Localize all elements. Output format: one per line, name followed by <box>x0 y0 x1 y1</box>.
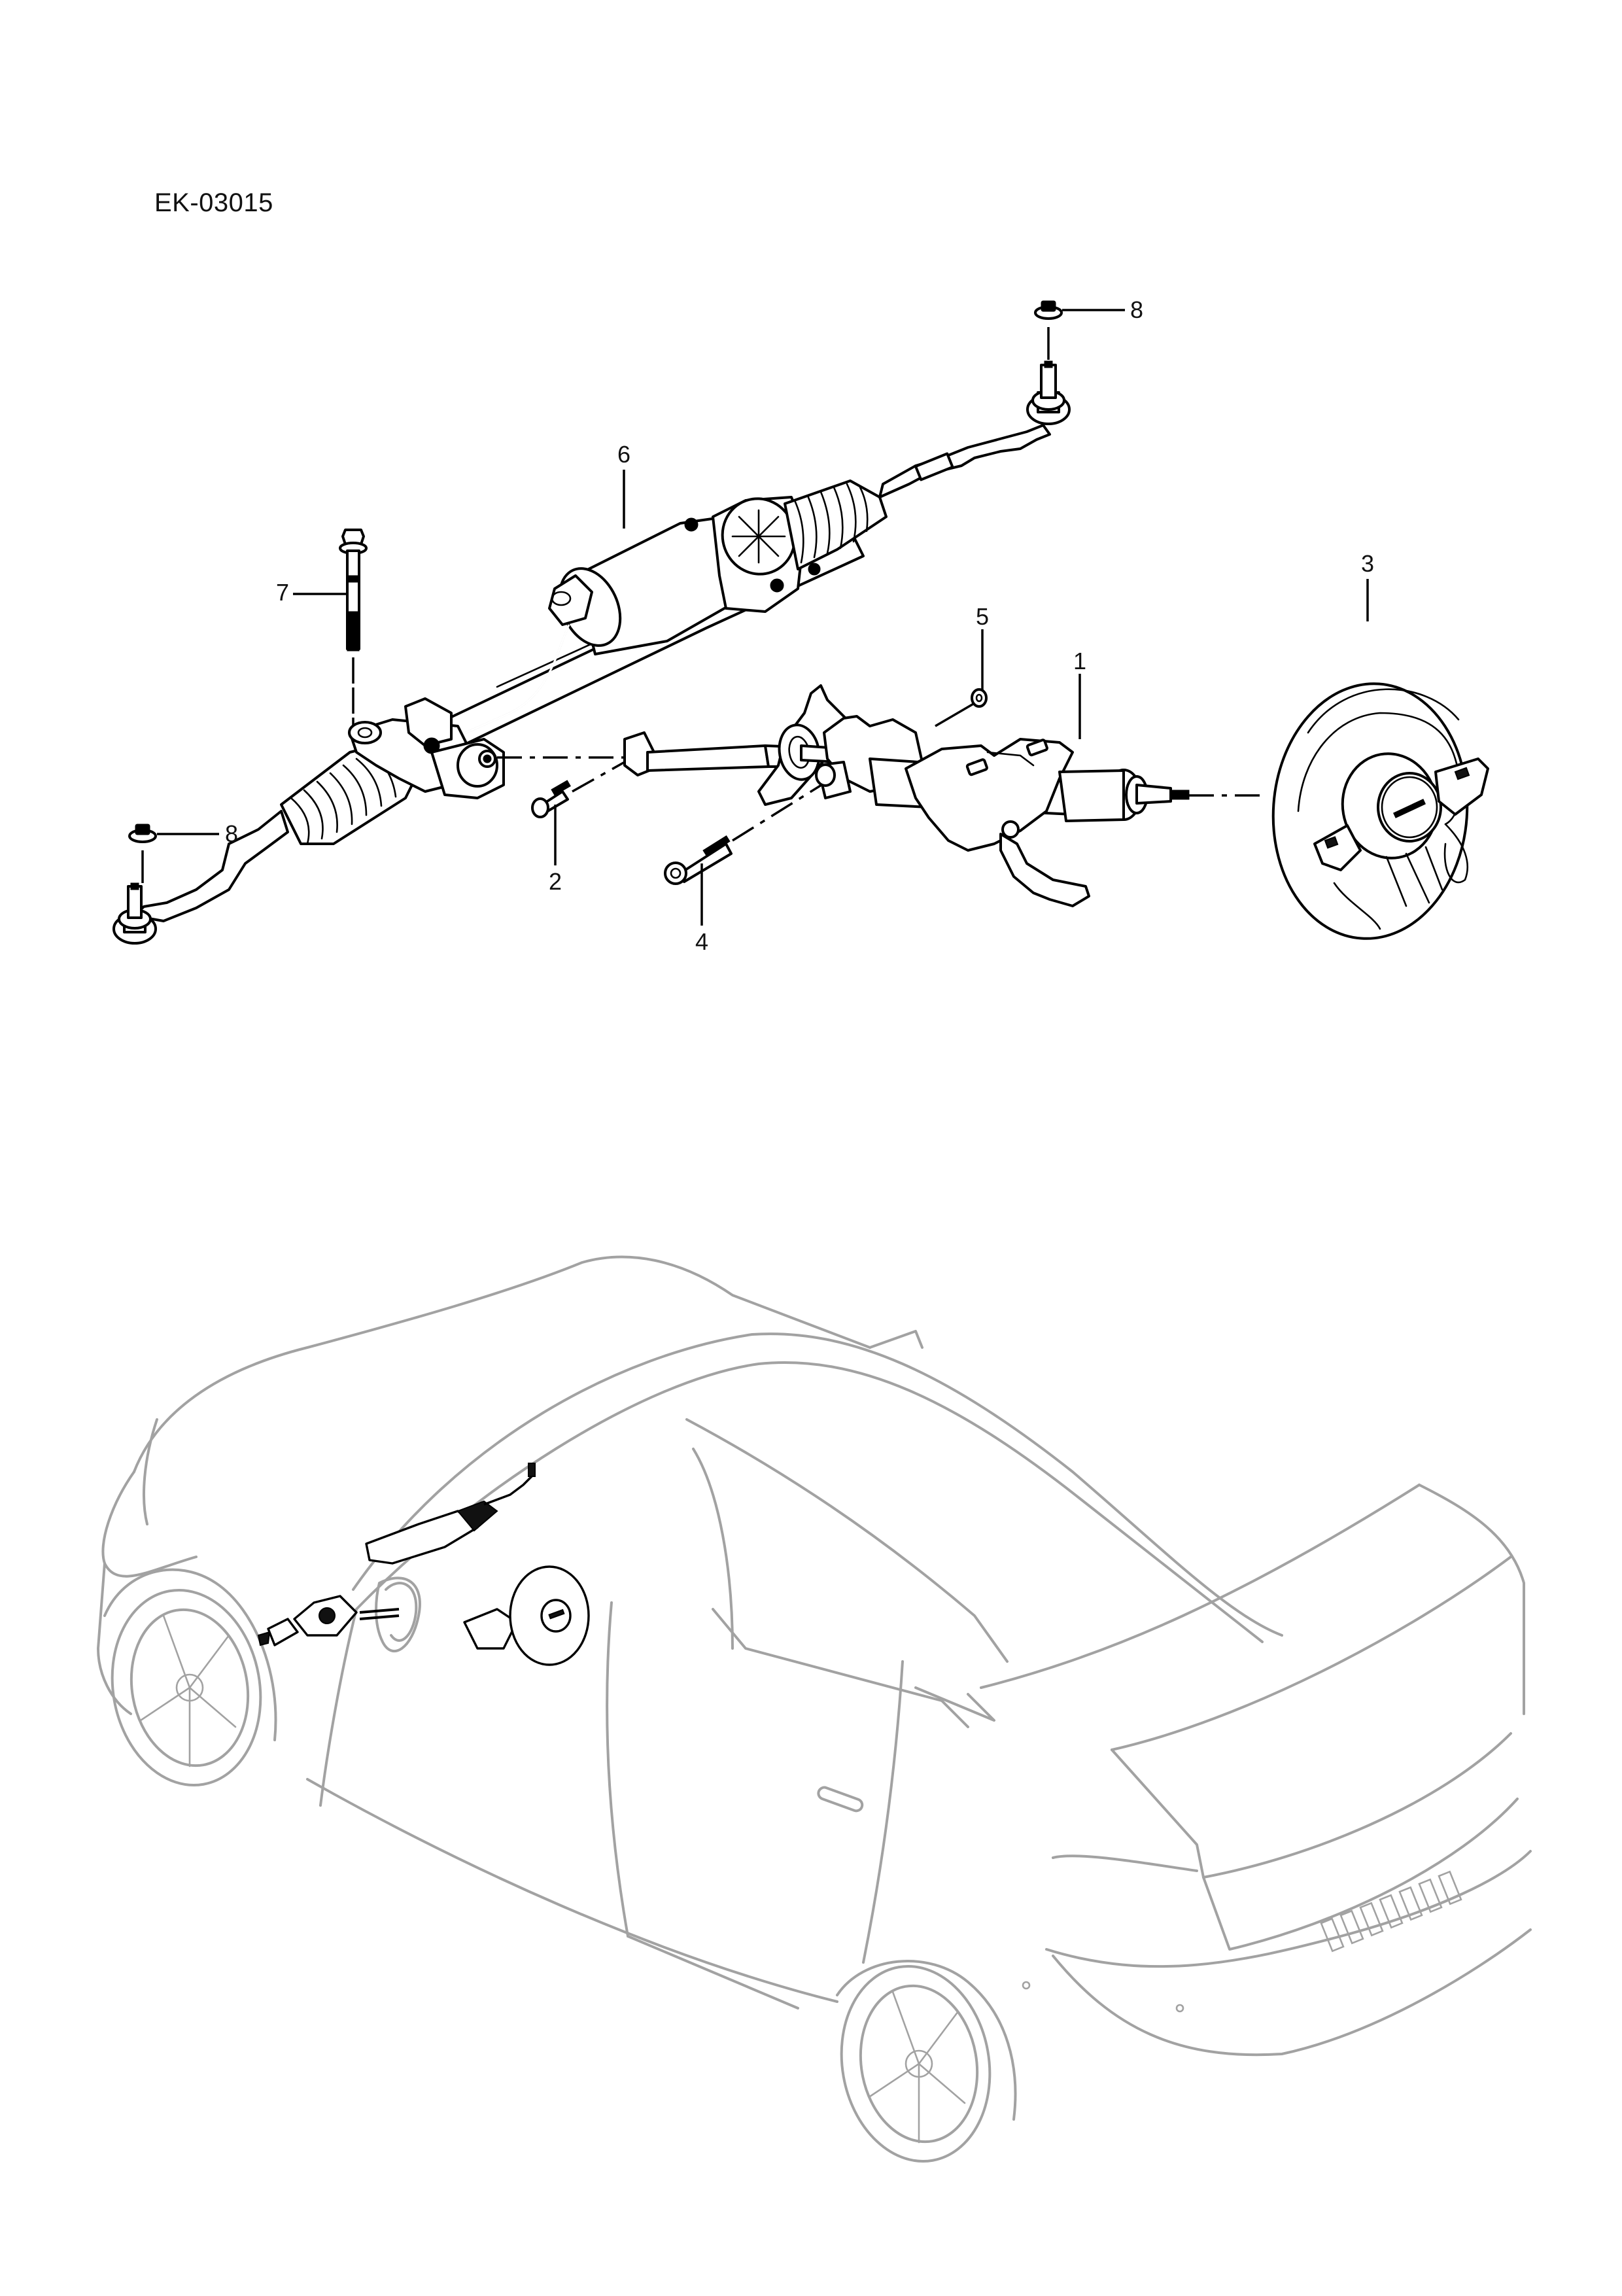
callout-7: 7 <box>276 579 289 606</box>
front-wheel <box>103 1568 277 1786</box>
rear-wheel <box>836 1959 1017 2163</box>
nut-8-right <box>1034 300 1063 360</box>
steering-column <box>815 715 1190 907</box>
left-tie-rod-end <box>112 882 157 945</box>
bolt-2 <box>531 761 625 818</box>
gear-housing-left-mount <box>348 697 505 799</box>
steering-wheel <box>1189 682 1489 940</box>
callout-8-left: 8 <box>225 820 238 847</box>
highlighted-steering-system <box>257 1463 590 1666</box>
callout-1: 1 <box>1073 648 1086 674</box>
callout-2: 2 <box>549 868 562 895</box>
steering-gear-assembly <box>112 360 1071 945</box>
nut-5 <box>935 688 988 727</box>
vehicle-locator <box>97 1255 1532 2163</box>
nut-8-left <box>128 824 157 883</box>
right-bellows-boot <box>784 479 888 570</box>
callout-4: 4 <box>695 928 708 955</box>
right-tie-rod-end <box>1026 360 1071 425</box>
callout-8-right: 8 <box>1130 296 1143 323</box>
callout-3: 3 <box>1361 550 1374 577</box>
eps-motor <box>450 515 760 740</box>
callouts: 8 6 7 3 5 1 8 2 4 <box>157 296 1374 955</box>
callout-6: 6 <box>617 441 630 468</box>
callout-5: 5 <box>976 603 989 630</box>
figure-id: EK-03015 <box>154 188 273 217</box>
bolt-7 <box>339 529 368 726</box>
